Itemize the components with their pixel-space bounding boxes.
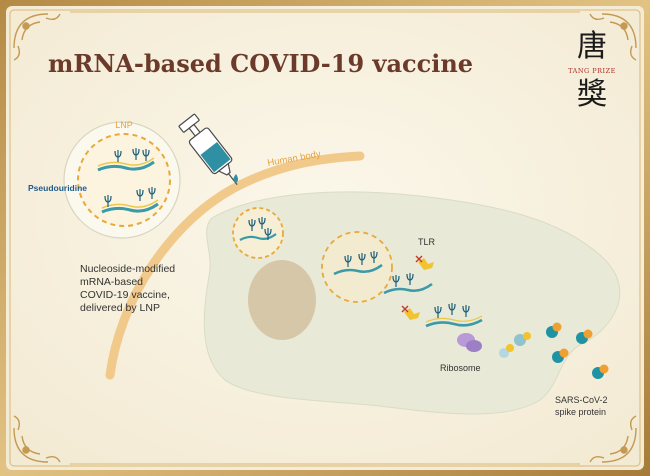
mrna-strand-translating <box>425 318 483 328</box>
pseudouridine-label: Pseudouridine <box>28 183 87 193</box>
corner-ornament-bottom-left <box>13 415 61 463</box>
spike-protein-icon <box>552 348 569 363</box>
host-cell <box>203 191 621 415</box>
ribosome-label: Ribosome <box>440 363 481 373</box>
vaccine-description: Nucleoside-modified mRNA-based COVID-19 … <box>80 263 178 314</box>
spike-protein-icon <box>592 364 609 379</box>
ribosome-icon <box>457 333 482 352</box>
logo-glyph-top: 唐 <box>577 29 607 64</box>
spike-protein-icon <box>546 322 562 338</box>
spike-protein-icon <box>576 329 593 344</box>
description-line: COVID-19 vaccine, <box>80 289 170 301</box>
description-line: mRNA-based <box>80 276 143 288</box>
corner-ornament-top-right <box>589 13 637 61</box>
mrna-strand-released <box>383 282 433 295</box>
mrna-strand <box>333 263 383 276</box>
lnp-particle-entering <box>232 207 284 259</box>
corner-ornament-top-left <box>13 13 61 61</box>
spike-label-line: SARS-CoV-2 <box>555 395 608 405</box>
corner-ornament-bottom-right <box>589 415 637 463</box>
tlr-label: TLR <box>418 237 436 247</box>
syringe-icon <box>178 113 238 186</box>
spike-protein-icon <box>499 344 514 358</box>
lnp-particle-inside-cell <box>321 231 393 303</box>
tlr-receptor-icon <box>401 305 420 320</box>
spike-protein-icon <box>514 332 531 346</box>
droplet-icon <box>233 174 238 183</box>
mrna-strand <box>97 160 155 172</box>
tlr-receptor-icon <box>415 255 434 270</box>
description-line: Nucleoside-modified <box>80 263 175 275</box>
page-title: mRNA-based COVID-19 vaccine <box>48 49 473 78</box>
spike-protein-label: SARS-CoV-2 spike protein <box>555 395 610 417</box>
mrna-strand <box>239 233 277 241</box>
mrna-strand-accent <box>97 157 155 167</box>
human-body-boundary <box>105 151 365 380</box>
logo-glyph-bottom: 獎 <box>577 77 607 112</box>
mrna-strand <box>101 202 159 214</box>
spike-label-line: spike protein <box>555 407 606 417</box>
logo-text: TANG PRIZE <box>568 67 616 75</box>
description-line: delivered by LNP <box>80 302 160 314</box>
inner-border <box>9 9 641 467</box>
mrna-strand-accent <box>425 315 483 323</box>
mrna-strand-accent <box>101 199 159 209</box>
lnp-particle-large <box>77 133 171 227</box>
tang-prize-logo: 唐 TANG PRIZE 獎 <box>568 29 616 112</box>
cell-nucleus <box>248 260 316 340</box>
lnp-label: LNP <box>115 120 133 130</box>
